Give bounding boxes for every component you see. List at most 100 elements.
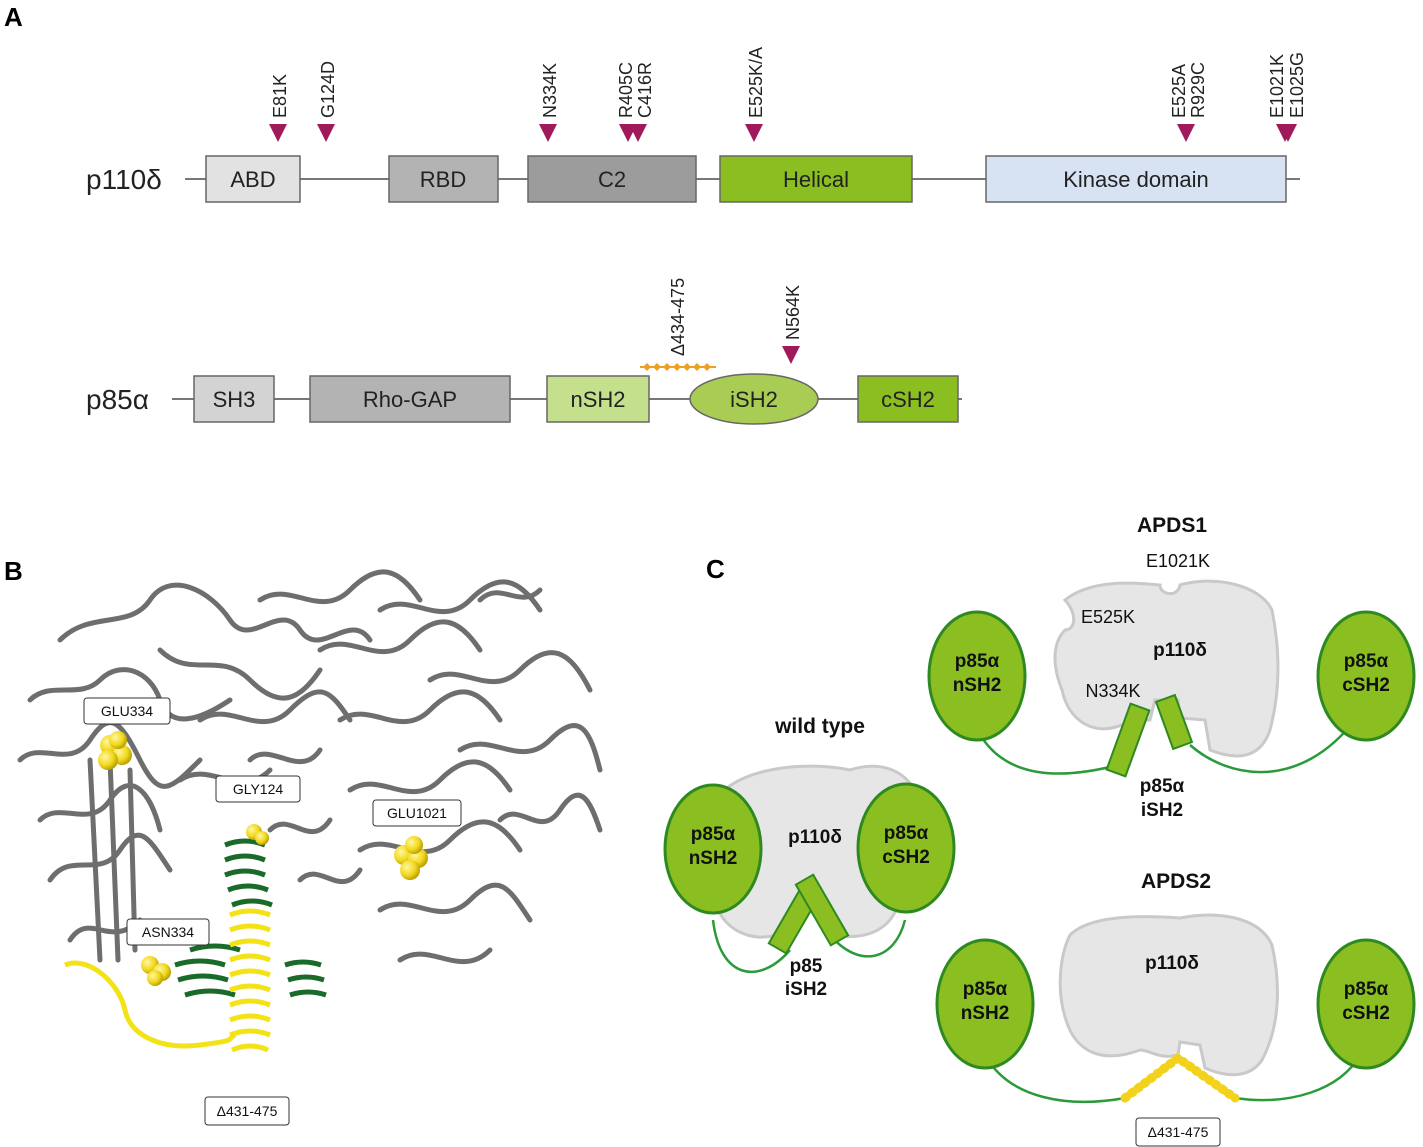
p85-diagram: p85α SH3 Rho-GAP nSH2 iSH2 cSH2 Δ434-475 [86, 278, 962, 425]
ribbon-p110 [17, 569, 603, 964]
apds1-title: APDS1 [1137, 514, 1207, 537]
apds2-nsh2-a: p85α [963, 979, 1008, 1000]
wt-linker-left [711, 919, 791, 974]
marker-n334k [539, 124, 557, 142]
p110-domain-kinase [985, 155, 1287, 203]
scheme-wild-type: wild type p110δ p85α nSH2 p85α cSH2 p85 … [663, 715, 956, 1000]
marker-e525k [745, 124, 763, 142]
mut-r405c: R405C [616, 62, 636, 118]
atom-gly124 [246, 824, 269, 845]
wt-nsh2-b: nSH2 [689, 848, 738, 869]
apds1-nsh2-b: nSH2 [953, 675, 1002, 696]
marker-e1025g [1279, 124, 1297, 142]
apds1-ish2-a: p85α [1140, 776, 1185, 797]
label-gly124: GLY124 [233, 781, 284, 797]
mut-e525ka: E525K/A [746, 47, 766, 118]
label-asn334: ASN334 [142, 924, 194, 940]
wt-nsh2 [663, 783, 763, 915]
label-glu334: GLU334 [101, 703, 153, 719]
apds1-csh2-b: cSH2 [1342, 675, 1390, 696]
panel-b-letter: B [4, 556, 23, 586]
apds2-nsh2 [935, 938, 1035, 1070]
panel-a-letter: A [4, 2, 23, 32]
protein-structure: GLU334 GLY124 GLU1021 ASN334 Δ431-475 [17, 569, 603, 1126]
apds2-nsh2-b: nSH2 [961, 1003, 1010, 1024]
mut-e81k: E81K [270, 74, 290, 118]
apds2-p110-core [1058, 913, 1279, 1077]
panel-c-letter: C [706, 554, 725, 584]
marker-g124d [317, 124, 335, 142]
p110-domain-helical [719, 155, 913, 203]
apds2-csh2-b: cSH2 [1342, 1003, 1390, 1024]
p110-name: p110δ [86, 164, 162, 195]
apds1-nsh2 [927, 610, 1027, 742]
marker-c416r [629, 124, 647, 142]
wt-title: wild type [774, 715, 865, 738]
wt-csh2 [856, 782, 956, 914]
wt-ish2-a: p85 [790, 956, 823, 977]
p85-deletion-label: Δ434-475 [668, 278, 688, 356]
p110-domain-rbd-label: RBD [420, 167, 466, 192]
p110-domain-abd [205, 155, 301, 203]
apds2-core-label: p110δ [1145, 953, 1199, 974]
ribbon-deletion-region [64, 908, 271, 1053]
p85-deletion-marker [640, 363, 716, 371]
label-box-glu334 [83, 697, 171, 725]
apds2-deletion-label: Δ431-475 [1148, 1124, 1209, 1140]
p85-domain-csh2-label: cSH2 [881, 387, 935, 412]
apds1-core-label: p110δ [1153, 640, 1207, 661]
p85-domain-ish2 [689, 373, 819, 425]
mut-g124d: G124D [318, 61, 338, 118]
scheme-apds1: APDS1 E1021K E525K p110δ N334K p85α nSH2… [927, 514, 1416, 821]
apds1-linker-left [973, 724, 1119, 775]
wt-nsh2-a: p85α [691, 824, 736, 845]
apds1-p110-core [1053, 579, 1280, 758]
mut-r929c: R929C [1188, 62, 1208, 118]
apds1-ish2-b: iSH2 [1141, 800, 1183, 821]
apds1-mut-n334k: N334K [1085, 681, 1140, 701]
p110-domain-c2-label: C2 [598, 167, 626, 192]
p85-domain-sh3-label: SH3 [213, 387, 256, 412]
mut-c416r: C416R [635, 62, 655, 118]
label-box-glu1021 [372, 799, 462, 827]
wt-csh2-a: p85α [884, 823, 929, 844]
p85-domain-nsh2 [546, 375, 650, 423]
wt-linker-right [829, 919, 907, 958]
mut-n564k: N564K [783, 285, 803, 340]
wt-csh2-b: cSH2 [882, 847, 930, 868]
p85-domain-rhogap [309, 375, 511, 423]
apds2-title: APDS2 [1141, 870, 1211, 893]
apds1-nsh2-a: p85α [955, 651, 1000, 672]
apds2-deletion-box [1135, 1117, 1221, 1147]
p85-domain-rhogap-label: Rho-GAP [363, 387, 457, 412]
marker-e525a-r929c [1177, 124, 1195, 142]
apds1-linker-right [1189, 719, 1356, 774]
mut-e1021k: E1021K [1267, 54, 1287, 118]
mut-e1025g: E1025G [1287, 52, 1307, 118]
marker-e81k [269, 124, 287, 142]
apds1-ish2-left [1105, 702, 1151, 778]
scheme-apds2: APDS2 p110δ p85α nSH2 p85α cSH2 Δ431-475 [935, 870, 1416, 1147]
label-box-deletion [204, 1096, 290, 1126]
apds1-mut-e1021k: E1021K [1146, 551, 1210, 571]
p110-diagram: p110δ ABD RBD C2 Helical Kinase domain E… [86, 47, 1307, 203]
apds2-linker-left [983, 1054, 1126, 1104]
label-glu1021: GLU1021 [387, 805, 447, 821]
marker-n564k [782, 346, 800, 364]
atom-glu334 [98, 731, 132, 770]
apds1-mut-e525k: E525K [1081, 607, 1135, 627]
wt-core-label: p110δ [788, 827, 842, 848]
p85-domain-csh2 [857, 375, 959, 423]
p110-domain-rbd [388, 155, 499, 203]
p110-domain-c2 [527, 155, 697, 203]
apds1-csh2-a: p85α [1344, 651, 1389, 672]
apds1-csh2 [1316, 610, 1416, 742]
ribbon-p85-ish2 [174, 838, 327, 998]
p85-domain-ish2-label: iSH2 [730, 387, 778, 412]
atom-asn334 [141, 956, 171, 986]
apds2-deletion-beads [1120, 1052, 1240, 1103]
p110-domain-kinase-label: Kinase domain [1063, 167, 1209, 192]
p85-name: p85α [86, 384, 149, 415]
wt-ish2-b: iSH2 [785, 979, 827, 1000]
